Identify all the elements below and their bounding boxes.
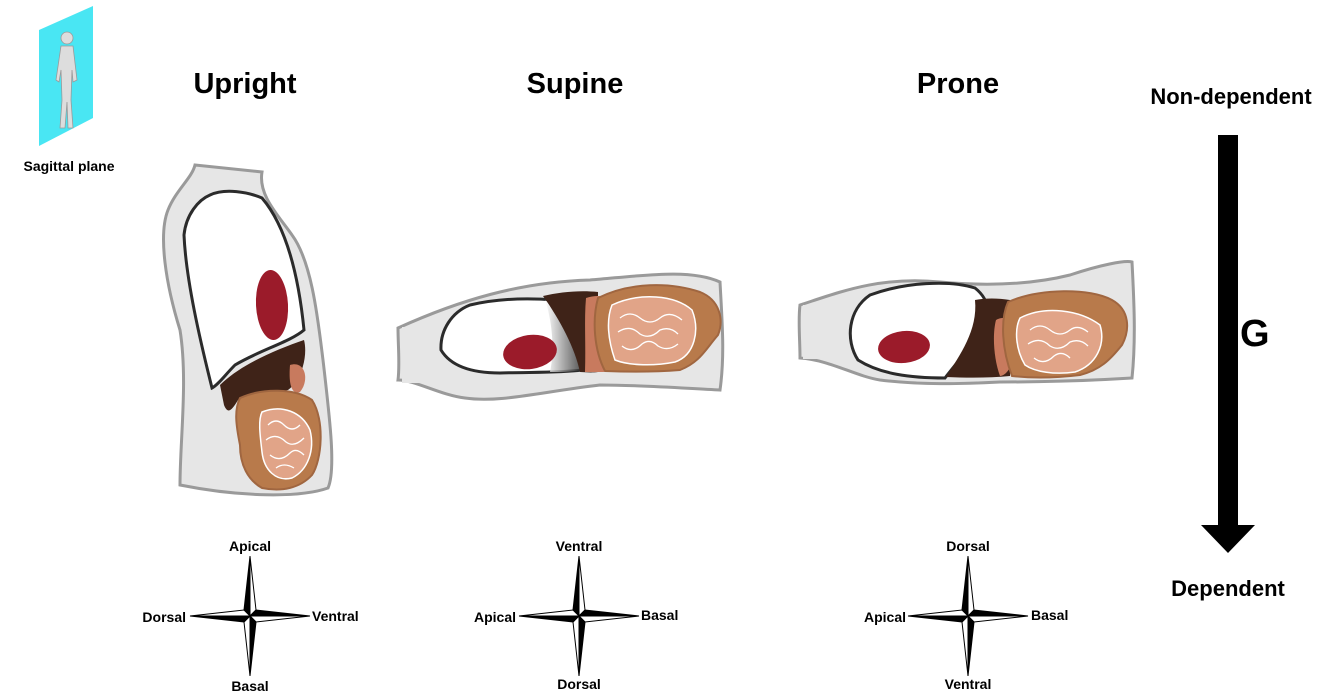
compass-star-prone-icon — [903, 551, 1033, 681]
title-supine: Supine — [475, 68, 675, 101]
gravity-letter: G — [1240, 313, 1270, 356]
sagittal-plane-label: Sagittal plane — [6, 158, 132, 174]
compass-prone-right: Basal — [1031, 607, 1131, 623]
title-prone: Prone — [858, 68, 1058, 101]
compass-prone-top: Dorsal — [908, 538, 1028, 554]
compass-supine-bottom: Dorsal — [519, 676, 639, 692]
compass-upright-left: Dorsal — [70, 609, 186, 625]
compass-supine-left: Apical — [400, 609, 516, 625]
upright-body — [164, 165, 332, 495]
dependent-label: Dependent — [1128, 576, 1328, 602]
compass-supine-top: Ventral — [519, 538, 639, 554]
compass-supine-right: Basal — [641, 607, 741, 623]
compass-star-upright-icon — [185, 551, 315, 681]
non-dependent-label: Non-dependent — [1118, 84, 1336, 110]
prone-body — [799, 262, 1134, 384]
compass-star-supine-icon — [514, 551, 644, 681]
supine-body — [398, 274, 723, 399]
compass-prone-left: Apical — [790, 609, 906, 625]
compass-upright-bottom: Basal — [190, 678, 310, 694]
compass-prone-bottom: Ventral — [908, 676, 1028, 692]
title-upright: Upright — [145, 68, 345, 101]
sagittal-plane-human-icon — [25, 0, 135, 160]
compass-upright-right: Ventral — [312, 608, 412, 624]
compass-upright-top: Apical — [190, 538, 310, 554]
